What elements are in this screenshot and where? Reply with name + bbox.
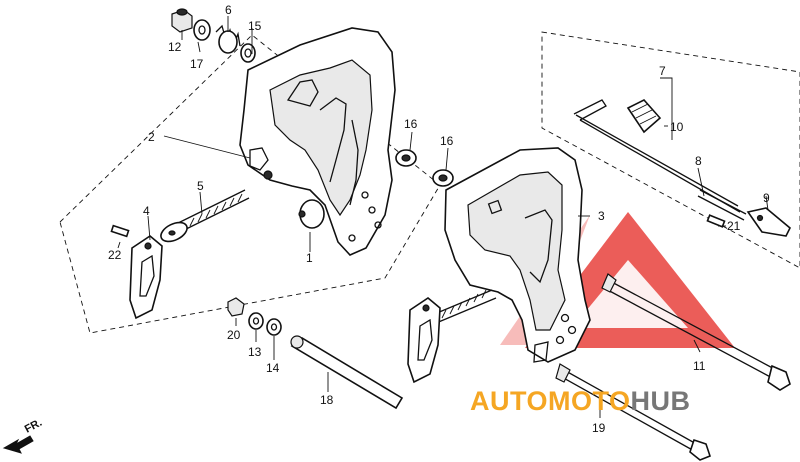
washer-16b <box>432 169 454 187</box>
part-label-8: 8 <box>695 154 702 168</box>
part-label-16a: 16 <box>404 117 418 131</box>
bolt-19 <box>555 363 711 461</box>
washer-17 <box>193 19 211 41</box>
watermark-text-gray: HUB <box>631 386 691 416</box>
part-label-11: 11 <box>693 359 706 373</box>
part-label-21: 21 <box>727 219 741 233</box>
part-label-17: 17 <box>190 57 204 71</box>
bracket-hole <box>374 221 382 229</box>
part-label-22: 22 <box>108 248 122 262</box>
watermark-wordmark: AUTOMOTOHUB <box>470 386 691 416</box>
nut-12 <box>171 8 193 33</box>
lever-9 <box>746 207 791 237</box>
part-label-5: 5 <box>197 179 204 193</box>
rod-8 <box>697 189 747 221</box>
bracket-hole <box>368 206 376 214</box>
part-label-16b: 16 <box>440 134 454 148</box>
part-label-9: 9 <box>763 191 770 205</box>
part-label-14: 14 <box>266 361 280 375</box>
part-label-10: 10 <box>670 120 684 134</box>
washer-13 <box>248 312 264 330</box>
bracket-hole <box>348 234 356 242</box>
part-label-1: 1 <box>306 251 313 265</box>
handle-4 <box>129 235 163 320</box>
stern-bracket-left <box>239 27 396 256</box>
part-1-cap <box>298 199 325 229</box>
part-label-12: 12 <box>168 40 182 54</box>
assembly-boundary-right <box>541 31 800 269</box>
svg-text:AUTOMOTOHUB: AUTOMOTOHUB <box>470 386 691 416</box>
part-label-2: 2 <box>148 130 155 144</box>
spring-10 <box>626 99 662 134</box>
washer-14 <box>266 318 282 336</box>
part-label-6: 6 <box>225 3 232 17</box>
stern-bracket-right <box>444 147 591 363</box>
part-label-20: 20 <box>227 328 241 342</box>
handle-right <box>407 297 441 384</box>
leader-lines <box>117 16 769 418</box>
part-label-3: 3 <box>598 209 605 223</box>
nut-20 <box>227 297 245 317</box>
part-label-7: 7 <box>659 64 666 78</box>
washer-16a <box>395 149 417 167</box>
pin-21 <box>706 214 726 228</box>
pin-22 <box>110 224 130 238</box>
bracket-bolt-hole <box>263 170 273 180</box>
watermark-triangle-inner <box>572 260 688 328</box>
thrust-screw-5 <box>160 189 250 243</box>
bolt-11 <box>601 273 791 391</box>
part-label-4: 4 <box>143 204 150 218</box>
part-label-18: 18 <box>320 393 334 407</box>
front-label: FR. <box>23 417 44 436</box>
part-label-19: 19 <box>592 421 606 435</box>
front-arrow-icon <box>2 435 34 454</box>
bracket-hole <box>361 191 369 199</box>
front-direction-indicator: FR. <box>2 417 44 454</box>
part-labels: 1 2 3 4 5 6 7 8 9 10 11 12 13 14 15 16 1… <box>108 3 770 435</box>
washer-15 <box>240 43 256 63</box>
watermark-text-orange: AUTOMOTO <box>470 386 631 416</box>
assembly-boundary-left <box>59 34 441 334</box>
part-label-13: 13 <box>248 345 262 359</box>
tube-18 <box>290 335 404 410</box>
part-label-15: 15 <box>248 19 262 33</box>
